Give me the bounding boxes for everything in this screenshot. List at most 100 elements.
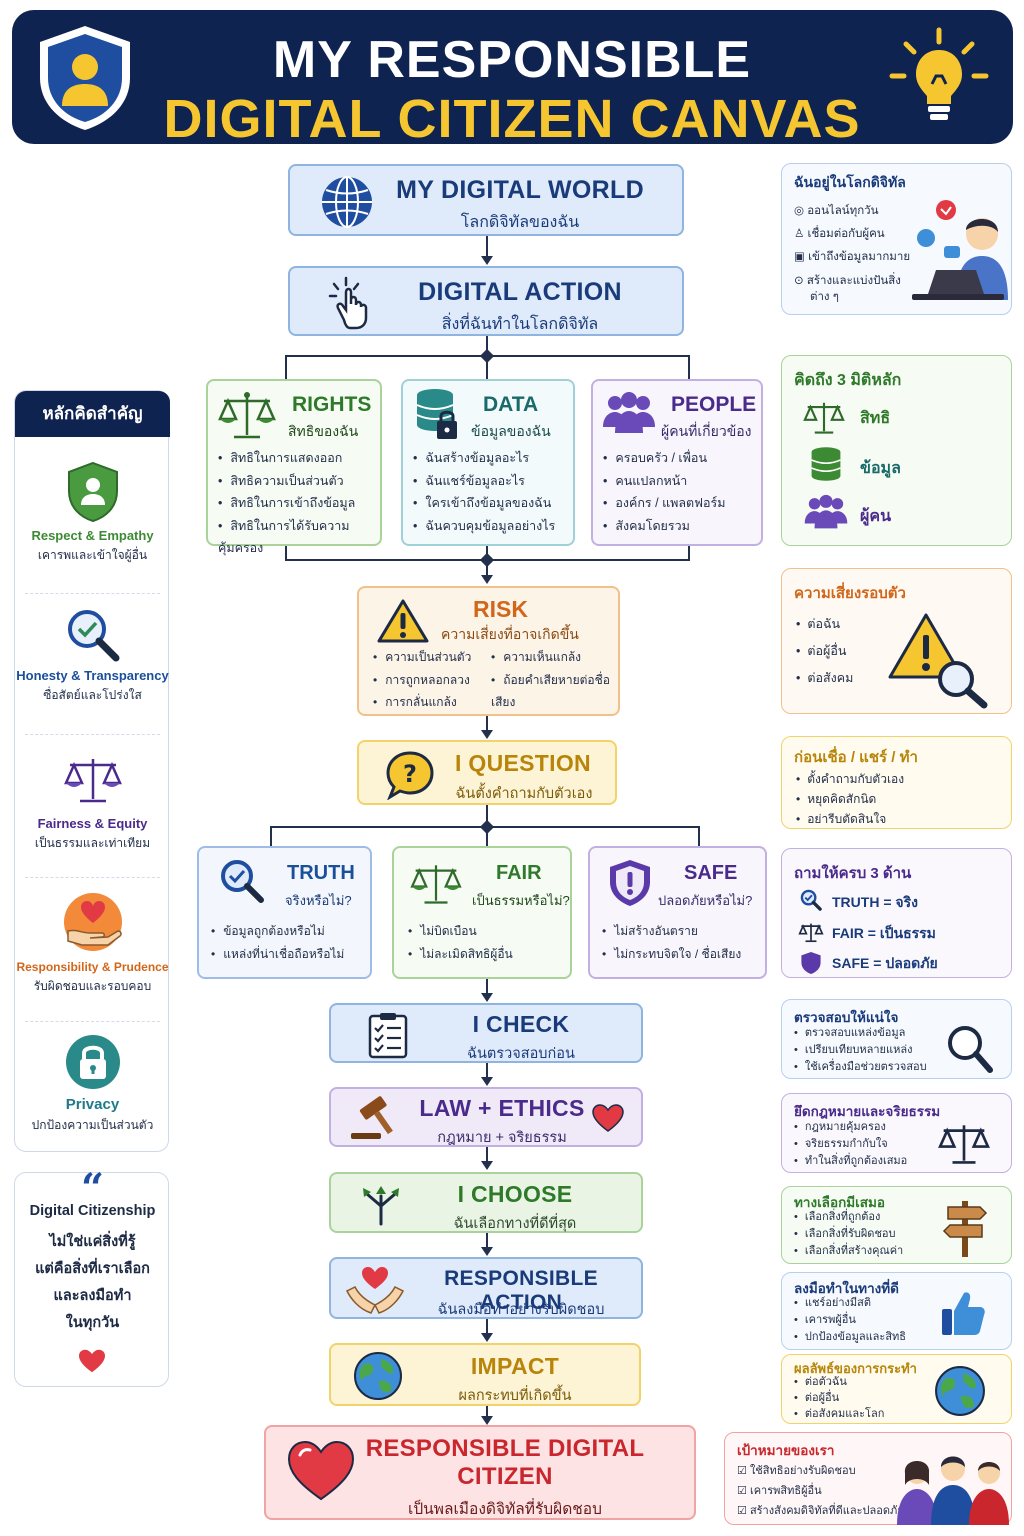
database-icon (811, 447, 841, 481)
truth-title: TRUTH (287, 862, 355, 884)
digital-world-title: MY DIGITAL WORLD (396, 176, 644, 204)
scales-icon (410, 865, 462, 904)
side-list: ต่อตัวฉัน ต่อผู้อื่น ต่อสังคมและโลก (794, 1374, 885, 1422)
quote-line: ไม่ใช่แค่สิ่งที่รู้ (49, 1234, 136, 1250)
principle-name: Fairness & Equity (37, 816, 148, 831)
principle-honesty: Honesty & Transparency ซื่อสัตย์และโปร่ง… (15, 607, 170, 705)
list-item: ใครเข้าถึงข้อมูลของฉัน (413, 492, 555, 515)
side-list: แชร์อย่างมีสติ เคารพผู้อื่น ปกป้องข้อมูล… (794, 1295, 906, 1346)
list-item: องค์กร / แพลตฟอร์ม (603, 492, 725, 515)
digital-world-subtitle: โลกดิจิทัลของฉัน (460, 214, 580, 231)
scales-icon (798, 923, 824, 943)
principle-respect: Respect & Empathy เคารพและเข้าใจผู้อื่น (15, 461, 170, 565)
law-ethics-box: LAW + ETHICS กฎหมาย + จริยธรรม (329, 1087, 643, 1147)
side-heading: คิดถึง 3 มิติหลัก (794, 372, 902, 389)
svg-text:?: ? (403, 760, 417, 788)
responsible-action-subtitle: ฉันลงมือทำอย่างรับผิดชอบ (437, 1302, 605, 1318)
list-item: ⊙ สร้างและแบ่งปันสิ่งต่าง ๆ (794, 275, 901, 303)
truth-card: TRUTH จริงหรือไม่? ข้อมูลถูกต้องหรือไม่ … (197, 846, 372, 979)
fair-card: FAIR เป็นธรรมหรือไม่? ไม่บิดเบือน ไม่ละเ… (392, 846, 572, 979)
warning-magnifier-icon (888, 613, 988, 709)
side-heading: ตรวจสอบให้แน่ใจ (794, 1010, 899, 1025)
quote-line: แต่คือสิ่งที่เราเลือก (35, 1261, 150, 1277)
ask-row-safe: SAFE = ปลอดภัย (832, 955, 938, 971)
side-list: ตั้งคำถามกับตัวเอง หยุดคิดสักนิด อย่ารีบ… (796, 769, 904, 829)
list-item: อย่ารีบตัดสินใจ (796, 809, 904, 829)
risk-box: RISK ความเสี่ยงที่อาจเกิดขึ้น ความเป็นส่… (357, 586, 620, 716)
risk-title: RISK (473, 596, 528, 622)
list-item: ไม่บิดเบือน (408, 920, 513, 943)
list-item: สิทธิในการเข้าถึงข้อมูล (218, 492, 380, 515)
heart-icon (287, 1440, 355, 1501)
side-heading: ลงมือทำในทางที่ดี (794, 1281, 899, 1296)
ask-row-fair: FAIR = เป็นธรรม (832, 925, 936, 941)
principle-desc: ซื่อสัตย์และโปร่งใส (43, 688, 142, 702)
side-list: เลือกสิ่งที่ถูกต้อง เลือกสิ่งที่รับผิดชอ… (794, 1209, 903, 1260)
list-item: สิทธิความเป็นส่วนตัว (218, 470, 380, 493)
magnifier-check-icon (67, 610, 119, 662)
citizen-subtitle: เป็นพลเมืองดิจิทัลที่รับผิดชอบ (408, 1501, 602, 1518)
list-item: จริยธรรมกำกับใจ (794, 1136, 907, 1153)
side-heading: ความเสี่ยงรอบตัว (794, 585, 906, 602)
list-item: ครอบครัว / เพื่อน (603, 447, 725, 470)
rights-card: RIGHTS สิทธิของฉัน สิทธิในการแสดงออก สิท… (206, 379, 382, 555)
principle-responsibility: Responsibility & Prudence รับผิดชอบและรอ… (15, 891, 170, 996)
quote-mark: “ (80, 1165, 104, 1212)
data-subtitle: ข้อมูลของฉัน (471, 423, 551, 439)
side-heading: เป้าหมายของเรา (737, 1443, 835, 1458)
side-list: ต่อฉัน ต่อผู้อื่น ต่อสังคม (796, 611, 853, 692)
dimension-data: ข้อมูล (860, 460, 901, 477)
tap-hand-icon (328, 276, 368, 330)
fair-title: FAIR (496, 862, 542, 884)
question-bubble-icon: ? (386, 751, 434, 800)
side-list: กฎหมายคุ้มครอง จริยธรรมกำกับใจ ทำในสิ่งท… (794, 1119, 907, 1170)
checkbox-icon: ☑ (737, 1465, 747, 1477)
list-item: สิทธิในการได้รับความคุ้มครอง (218, 515, 380, 560)
share-icon: ⊙ (794, 275, 804, 287)
people-icon (603, 392, 655, 433)
warning-icon (377, 599, 429, 643)
check-subtitle: ฉันตรวจสอบก่อน (467, 1046, 575, 1062)
safe-card: SAFE ปลอดภัยหรือไม่? ไม่สร้างอันตราย ไม่… (588, 846, 767, 979)
digital-action-title: DIGITAL ACTION (418, 278, 622, 306)
list-item: ไม่ละเมิดสิทธิผู้อื่น (408, 943, 513, 966)
list-item: ความเป็นส่วนตัว (373, 646, 471, 669)
list-item: แหล่งที่น่าเชื่อถือหรือไม่ (211, 943, 344, 966)
list-item: คนแปลกหน้า (603, 470, 725, 493)
side-law-panel: ยึดกฎหมายและจริยธรรม กฎหมายคุ้มครอง จริย… (781, 1093, 1012, 1173)
earth-icon (935, 1366, 985, 1416)
globe-icon (322, 176, 372, 228)
side-heading: ฉันอยู่ในโลกดิจิทัล (794, 174, 906, 190)
dimension-rights: สิทธิ (860, 410, 891, 427)
side-heading: ทางเลือกมีเสมอ (794, 1195, 885, 1210)
three-people-icon (897, 1456, 1009, 1525)
list-item: กฎหมายคุ้มครอง (794, 1119, 907, 1136)
branch-arrows-icon (363, 1186, 399, 1226)
principle-privacy: Privacy ปกป้องความเป็นส่วนตัว (15, 1033, 170, 1135)
checklist-icon (368, 1013, 408, 1059)
principle-name: Respect & Empathy (31, 528, 154, 543)
side-ask-panel: ถามให้ครบ 3 ด้าน TRUTH = จริง FAIR = เป็… (781, 848, 1012, 978)
impact-subtitle: ผลกระทบที่เกิดขึ้น (458, 1388, 572, 1404)
impact-box: IMPACT ผลกระทบที่เกิดขึ้น (329, 1343, 641, 1406)
person-icon: ♙ (794, 228, 805, 240)
magnifier-check-icon (221, 860, 264, 903)
responsible-action-title: RESPONSIBLE ACTION (444, 1267, 598, 1314)
list-item: ต่อสังคมและโลก (794, 1406, 885, 1422)
people-subtitle: ผู้คนที่เกี่ยวข้อง (661, 423, 752, 439)
list-item: ทำในสิ่งที่ถูกต้องเสมอ (794, 1153, 907, 1170)
truth-subtitle: จริงหรือไม่? (285, 893, 352, 908)
rights-subtitle: สิทธิของฉัน (288, 423, 359, 439)
list-item: ต่อสังคม (796, 665, 853, 692)
side-heading: ยึดกฎหมายและจริยธรรม (794, 1104, 941, 1119)
earth-icon (354, 1352, 402, 1400)
hand-heart-icon (63, 893, 122, 951)
side-doright-panel: ลงมือทำในทางที่ดี แชร์อย่างมีสติ เคารพผู… (781, 1272, 1012, 1350)
data-title: DATA (483, 393, 539, 416)
principle-desc: รับผิดชอบและรอบคอบ (33, 979, 152, 993)
data-card: DATA ข้อมูลของฉัน ฉันสร้างข้อมูลอะไร ฉัน… (401, 379, 575, 546)
list-item: ต่อตัวฉัน (794, 1374, 884, 1390)
quote-line: และลงมือทำ (53, 1288, 132, 1304)
checkbox-icon: ☑ (737, 1485, 747, 1497)
impact-title: IMPACT (470, 1353, 560, 1379)
